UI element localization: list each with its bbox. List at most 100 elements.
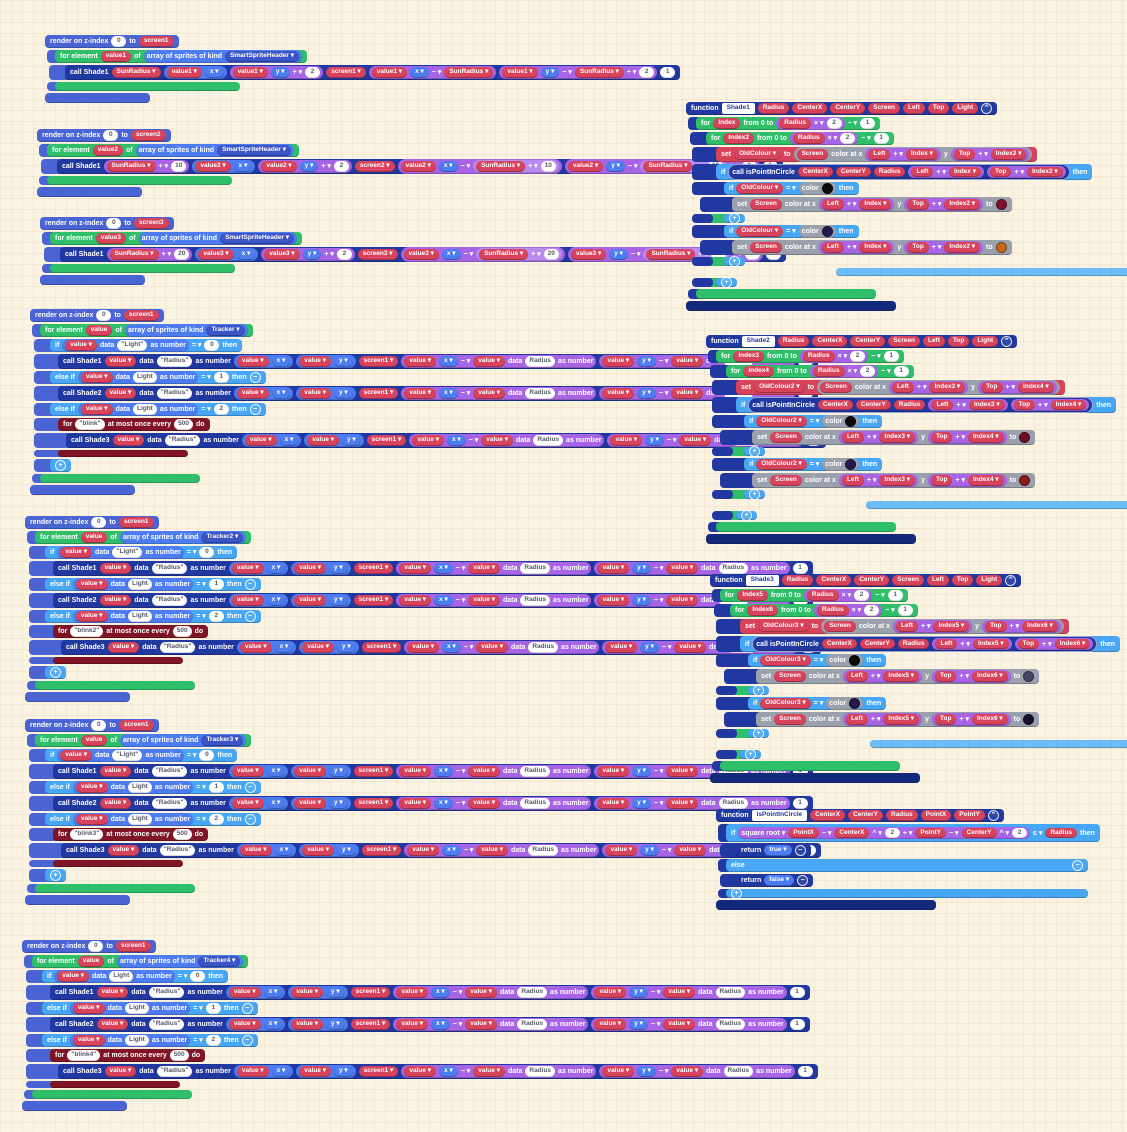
dropdown-pill[interactable]: value ▾ <box>476 642 508 653</box>
minus-icon[interactable]: − <box>794 845 806 856</box>
number-field[interactable]: 10 <box>540 161 556 172</box>
string-field[interactable]: "Radius" <box>164 435 201 446</box>
color-swatch[interactable] <box>821 226 833 237</box>
plus-icon[interactable]: + <box>50 870 61 881</box>
dropdown-pill[interactable]: OldColour2 ▾ <box>756 416 807 427</box>
dropdown-pill[interactable]: x ▾ <box>271 388 291 399</box>
number-field[interactable]: 10 <box>171 161 187 172</box>
parameter-pill[interactable]: Radius <box>802 351 835 362</box>
dropdown-pill[interactable]: y ▾ <box>333 388 353 399</box>
parameter-pill[interactable]: Radius <box>1045 827 1078 839</box>
parameter-pill[interactable]: screen1 <box>118 517 154 528</box>
expression-group[interactable]: value ▾y ▾ <box>304 434 364 447</box>
parameter-pill[interactable]: value <box>85 325 113 336</box>
dropdown-pill[interactable]: Index3 ▾ <box>879 475 916 486</box>
parameter-pill[interactable]: screen1 <box>115 941 151 952</box>
dropdown-pill[interactable]: screen1 ▾ <box>358 388 399 399</box>
function-name-field[interactable]: Shade3 <box>745 575 779 586</box>
up-icon[interactable]: ⌃ <box>987 810 999 821</box>
expression-group[interactable]: Left+ ▾Index5 ▾ <box>842 713 923 726</box>
number-field[interactable]: 2 <box>1012 827 1028 839</box>
dropdown-pill[interactable]: OldColour3 ▾ <box>758 621 809 632</box>
number-field[interactable]: 2 <box>826 118 842 129</box>
parameter-pill[interactable]: Index2 <box>723 133 754 144</box>
dropdown-pill[interactable]: y ▾ <box>302 249 322 260</box>
dropdown-pill[interactable]: value ▾ <box>75 782 108 793</box>
expression-group[interactable]: color <box>826 654 864 667</box>
dropdown-pill[interactable]: value ▾ <box>299 1066 331 1077</box>
dropdown-pill[interactable]: Index2 ▾ <box>944 199 981 210</box>
expression-group[interactable]: Left+ ▾Index5 ▾ <box>842 670 923 683</box>
group-footer[interactable] <box>25 692 130 702</box>
parameter-pill[interactable]: Left <box>911 166 934 178</box>
minus-icon[interactable]: − <box>241 1035 253 1046</box>
dropdown-pill[interactable]: value1 ▾ <box>232 67 268 78</box>
parameter-pill[interactable]: screen1 <box>123 310 159 321</box>
number-field[interactable]: 0 <box>103 130 119 141</box>
minus-icon[interactable]: − <box>244 814 256 825</box>
plus-icon[interactable]: + <box>741 510 752 521</box>
dropdown-pill[interactable]: value ▾ <box>294 798 326 809</box>
group-footer[interactable] <box>53 860 183 867</box>
dropdown-pill[interactable]: y ▾ <box>629 987 648 998</box>
dropdown-pill[interactable]: value ▾ <box>594 987 627 998</box>
string-field[interactable]: Light <box>127 814 152 825</box>
string-field[interactable]: Light <box>132 372 157 383</box>
up-icon[interactable]: ⌃ <box>1001 336 1013 347</box>
dropdown-pill[interactable]: value ▾ <box>399 563 432 574</box>
expression-group[interactable]: Top+ ▾Index6 ▾ <box>931 670 1011 683</box>
dropdown-pill[interactable]: SunRadius ▾ <box>479 249 529 260</box>
dropdown-pill[interactable]: value ▾ <box>602 356 635 367</box>
number-field[interactable]: 2 <box>205 1035 221 1046</box>
expression-group[interactable]: color <box>798 182 836 195</box>
dropdown-pill[interactable]: value ▾ <box>602 388 635 399</box>
parameter-pill[interactable]: CenterY <box>854 575 890 586</box>
minus-icon[interactable]: − <box>249 404 261 415</box>
dropdown-pill[interactable]: OldColour3 ▾ <box>760 655 811 666</box>
dropdown-pill[interactable]: value ▾ <box>465 987 497 998</box>
dropdown-pill[interactable]: value ▾ <box>666 798 699 809</box>
string-field[interactable]: "Light" <box>112 750 143 761</box>
dropdown-pill[interactable]: SunRadius ▾ <box>643 161 693 172</box>
parameter-pill[interactable]: Top <box>953 149 976 160</box>
dropdown-pill[interactable]: screen1 ▾ <box>358 1066 399 1077</box>
expression-group[interactable]: value ▾x ▾ <box>236 641 297 654</box>
number-field[interactable]: 1 <box>797 1066 813 1077</box>
dropdown-pill[interactable]: y ▾ <box>341 435 361 446</box>
string-field[interactable]: Radius <box>525 388 556 399</box>
expression-group[interactable]: Radius× ▾2 <box>776 117 845 130</box>
number-field[interactable]: 20 <box>174 249 190 260</box>
dropdown-pill[interactable]: value ▾ <box>75 814 108 825</box>
parameter-pill[interactable]: Top <box>989 166 1012 178</box>
expression-group[interactable]: value ▾y ▾ <box>291 765 351 778</box>
expression-group[interactable]: Top+ ▾Index6 ▾ <box>931 713 1011 726</box>
group-footer[interactable] <box>55 82 240 91</box>
number-field[interactable]: 1 <box>660 67 676 78</box>
dropdown-pill[interactable]: value ▾ <box>231 595 264 606</box>
group-footer[interactable] <box>58 450 188 457</box>
dropdown-pill[interactable]: y ▾ <box>328 766 348 777</box>
plus-icon[interactable]: + <box>749 446 760 457</box>
plus-row[interactable]: + <box>744 446 765 457</box>
